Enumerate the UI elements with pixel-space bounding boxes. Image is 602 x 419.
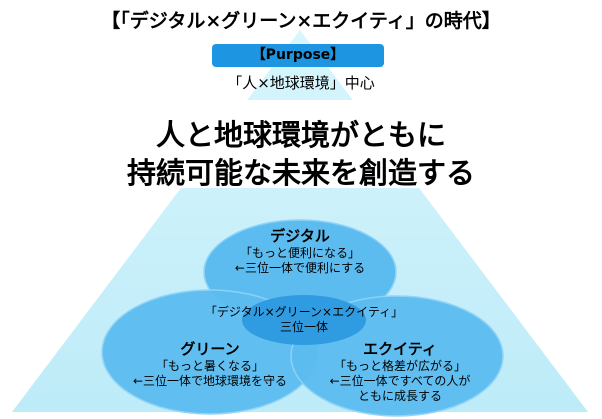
focus-text: 「人×地球環境」中心 [227,74,375,92]
equity-text: エクイティ 「もっと格差が広がる」 ←三位一体ですべての人が ともに成長する [300,340,500,404]
slide-title: 【「デジタル×グリーン×エクイティ」の時代】 [101,10,501,32]
green-desc: ←三位一体で地球環境を守る [132,374,288,388]
green-quote: 「もっと暑くなる」 [155,359,264,373]
equity-name: エクイティ [363,340,437,358]
headline-line-2: 持続可能な未来を創造する [126,156,475,190]
center-line-2: 三位一体 [279,320,328,334]
headline-line-1: 人と地球環境がともに [155,118,446,152]
digital-desc: ←三位一体で便利にする [234,261,366,275]
equity-desc-1: ←三位一体ですべての人が [329,374,471,388]
headline: 人と地球環境がともに 持続可能な未来を創造する [0,116,602,192]
center-line-1: 「デジタル×グリーン×エクイティ」 [204,305,404,319]
equity-quote: 「もっと格差が広がる」 [333,359,466,373]
circle-center [242,295,366,345]
equity-desc-2: ともに成長する [357,389,442,403]
green-text: グリーン 「もっと暑くなる」 ←三位一体で地球環境を守る [110,340,310,389]
digital-quote: 「もっと便利になる」 [239,246,360,260]
headline-background [0,100,602,188]
green-name: グリーン [180,340,240,358]
digital-name: デジタル [270,227,330,245]
center-text: 「デジタル×グリーン×エクイティ」 三位一体 [184,305,424,335]
purpose-label: 【Purpose】 [212,44,384,67]
digital-text: デジタル 「もっと便利になる」 ←三位一体で便利にする [200,227,400,276]
